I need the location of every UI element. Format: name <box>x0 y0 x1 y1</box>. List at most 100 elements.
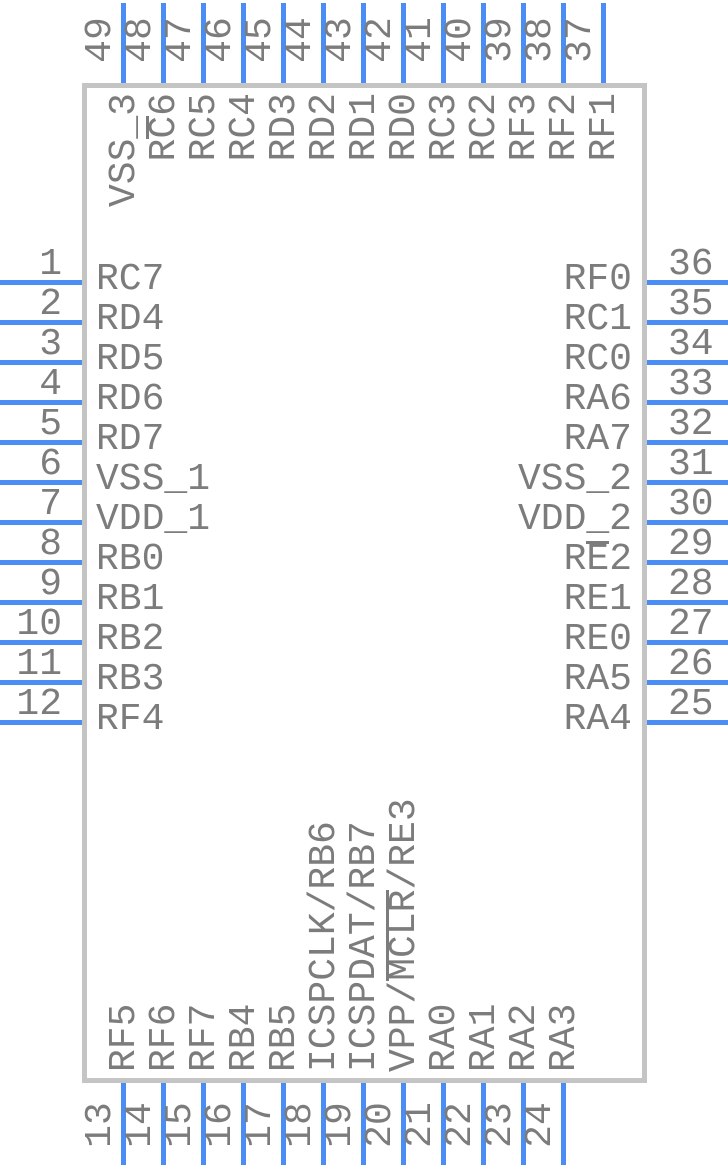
pin-line <box>642 560 728 565</box>
pin-label: RD5 <box>96 338 165 381</box>
pin-line <box>0 360 86 365</box>
pin-label: RB3 <box>96 658 165 701</box>
pin-line <box>642 280 728 285</box>
pin-number: 12 <box>16 683 62 726</box>
pin-number: 4 <box>39 363 62 406</box>
pin-label: ICSPDAT/RB7 <box>343 821 386 1072</box>
pin-number: 15 <box>159 1102 202 1148</box>
pin-label: RD4 <box>96 298 165 341</box>
pin-line <box>561 3 566 84</box>
pin-number: 10 <box>16 603 62 646</box>
pin-label: RD6 <box>96 378 165 421</box>
pin-line <box>0 480 86 485</box>
overline-segment: C <box>143 115 186 139</box>
pin-label: RA1 <box>463 1003 506 1072</box>
pin-number: 13 <box>79 1102 122 1148</box>
pin-line <box>401 3 406 84</box>
pin-line <box>321 1083 326 1165</box>
pin-line <box>642 480 728 485</box>
pin-line <box>0 600 86 605</box>
pin-number: 28 <box>668 563 714 606</box>
pin-label: RE0 <box>563 618 632 661</box>
pin-line <box>401 1083 406 1165</box>
pin-label: RA2 <box>503 1003 546 1072</box>
pin-label: RB0 <box>96 538 165 581</box>
pin-line <box>441 3 446 84</box>
pin-label: RF4 <box>96 698 165 741</box>
pin-number: 22 <box>439 1102 482 1148</box>
pin-line <box>642 640 728 645</box>
pin-number: 37 <box>559 17 602 63</box>
pin-number: 46 <box>199 17 242 63</box>
pin-line <box>241 3 246 84</box>
pin-number: 25 <box>668 683 714 726</box>
pin-line <box>0 400 86 405</box>
pin-line <box>0 440 86 445</box>
pin-number: 30 <box>668 483 714 526</box>
pin-line <box>201 1083 206 1165</box>
pin-line <box>321 3 326 84</box>
pin-label: RA7 <box>563 418 632 461</box>
pin-label: RA6 <box>563 378 632 421</box>
overline-segment: E <box>586 538 610 581</box>
pin-number: 26 <box>668 643 714 686</box>
pin-line <box>642 680 728 685</box>
pin-number: 34 <box>668 323 714 366</box>
pin-number: 36 <box>668 243 714 286</box>
pin-label: RA3 <box>543 1003 586 1072</box>
pin-label: VDD_2 <box>517 498 632 541</box>
overline-segment: MCLR <box>383 889 426 981</box>
pin-number: 8 <box>39 523 62 566</box>
pin-number: 45 <box>239 17 282 63</box>
pin-number: 21 <box>399 1102 442 1148</box>
pin-label: RF5 <box>103 1003 146 1072</box>
pin-number: 42 <box>359 17 402 63</box>
pin-number: 20 <box>359 1102 402 1148</box>
pin-number: 27 <box>668 603 714 646</box>
pin-number: 48 <box>119 17 162 63</box>
pin-line <box>201 3 206 84</box>
pin-label: RE2 <box>563 538 632 581</box>
pin-label: RB1 <box>96 578 165 621</box>
pin-line <box>481 1083 486 1165</box>
pin-number: 32 <box>668 403 714 446</box>
pin-number: 18 <box>279 1102 322 1148</box>
pin-number: 44 <box>279 17 322 63</box>
pin-number: 7 <box>39 483 62 526</box>
pin-line <box>642 400 728 405</box>
pin-line <box>601 3 606 84</box>
pin-number: 31 <box>668 443 714 486</box>
pin-number: 1 <box>39 243 62 286</box>
pin-line <box>642 520 728 525</box>
chip-body <box>82 83 647 1083</box>
pin-line <box>281 1083 286 1165</box>
pin-line <box>0 560 86 565</box>
pin-line <box>441 1083 446 1165</box>
pin-number: 29 <box>668 523 714 566</box>
pin-number: 17 <box>239 1102 282 1148</box>
pin-label: RA5 <box>563 658 632 701</box>
pin-label: RC0 <box>563 338 632 381</box>
pin-line <box>361 3 366 84</box>
pin-number: 6 <box>39 443 62 486</box>
pin-label: VDD_1 <box>96 498 211 541</box>
pin-number: 24 <box>519 1102 562 1148</box>
pin-label: VPP/MCLR/RE3 <box>383 798 426 1072</box>
pin-label: RF0 <box>563 258 632 301</box>
pin-line <box>0 520 86 525</box>
pin-number: 9 <box>39 563 62 606</box>
pin-label: VSS_1 <box>96 458 211 501</box>
pin-line <box>642 720 728 725</box>
pin-number: 23 <box>479 1102 522 1148</box>
pin-label: RE1 <box>563 578 632 621</box>
pin-label: RF7 <box>183 1003 226 1072</box>
pin-line <box>521 3 526 84</box>
pin-line <box>0 320 86 325</box>
pin-label: RC1 <box>563 298 632 341</box>
pin-number: 35 <box>668 283 714 326</box>
pin-line <box>642 440 728 445</box>
pin-line <box>161 1083 166 1165</box>
pin-label: RB5 <box>263 1003 306 1072</box>
pin-label: ICSPCLK/RB6 <box>303 821 346 1072</box>
